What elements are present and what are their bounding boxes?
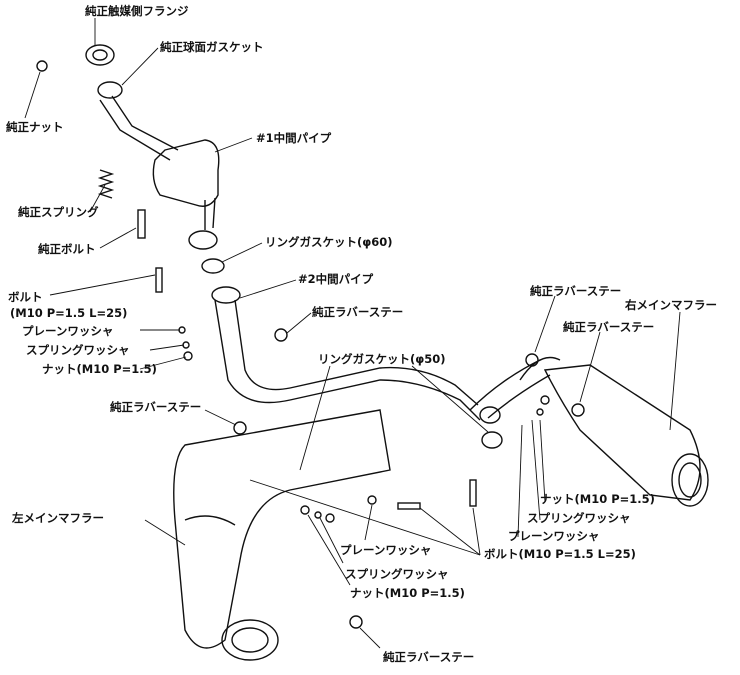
sphere-gasket-part [97,81,123,99]
label-rubber-stay-right: 純正ラバーステー [563,320,655,334]
label-rubber-stay-left: 純正ラバーステー [110,400,202,414]
cat-flange-part [85,44,115,66]
label-spring-washer-bottom: スプリングワッシャ [345,567,449,581]
label-bolt-left-spec: (M10 P=1.5 L=25) [10,306,128,320]
label-rubber-stay-mid: 純正ラバーステー [312,305,404,319]
label-nut-left: ナット(M10 P=1.5) [42,362,157,376]
rubber-stay-right-part [571,403,585,417]
rubber-stay-right-top-part [525,353,539,367]
rubber-stay-bottom-part [349,615,363,629]
label-bolt-left: ボルト [8,290,43,304]
label-spring-washer-right: スプリングワッシャ [527,511,631,525]
label-ring-gasket-60: リングガスケット(φ60) [265,235,393,249]
left-muffler-part [173,409,391,661]
label-spring-oem: 純正スプリング [18,205,99,219]
label-sphere-gasket: 純正球面ガスケット [160,40,264,54]
label-nut-oem: 純正ナット [6,120,64,134]
label-cat-flange: 純正触媒側フランジ [85,4,189,18]
label-mid-pipe-1: #1中間パイプ [256,131,332,145]
label-ring-gasket-50: リングガスケット(φ50) [318,352,446,366]
spring-part [97,169,115,199]
label-nut-right: ナット(M10 P=1.5) [540,492,655,506]
label-rubber-stay-right-top: 純正ラバーステー [530,284,622,298]
rubber-stay-left-part [233,421,247,435]
label-bolt-right: ボルト(M10 P=1.5 L=25) [484,547,636,561]
ring-gasket-50-part [481,431,503,449]
mid-pipe-1-part [99,95,220,250]
label-plain-washer-right: プレーンワッシャ [508,529,600,543]
label-left-main-muffler: 左メインマフラー [12,511,104,525]
rubber-stay-mid-part [274,328,288,342]
label-plain-washer-left: プレーンワッシャ [22,324,114,338]
label-bolt-oem: 純正ボルト [38,242,96,256]
label-mid-pipe-2: #2中間パイプ [298,272,374,286]
label-spring-washer-left: スプリングワッシャ [26,343,130,357]
leader-lines [24,18,681,649]
bolt-oem-part [137,209,146,239]
label-plain-washer-bottom: プレーンワッシャ [340,543,432,557]
ring-gasket-60-part [201,258,225,274]
nut-part [36,60,48,72]
label-nut-bottom: ナット(M10 P=1.5) [350,586,465,600]
label-right-main-muffler: 右メインマフラー [625,298,717,312]
label-rubber-stay-bottom: 純正ラバーステー [383,650,475,664]
right-muffler-part [519,356,709,507]
